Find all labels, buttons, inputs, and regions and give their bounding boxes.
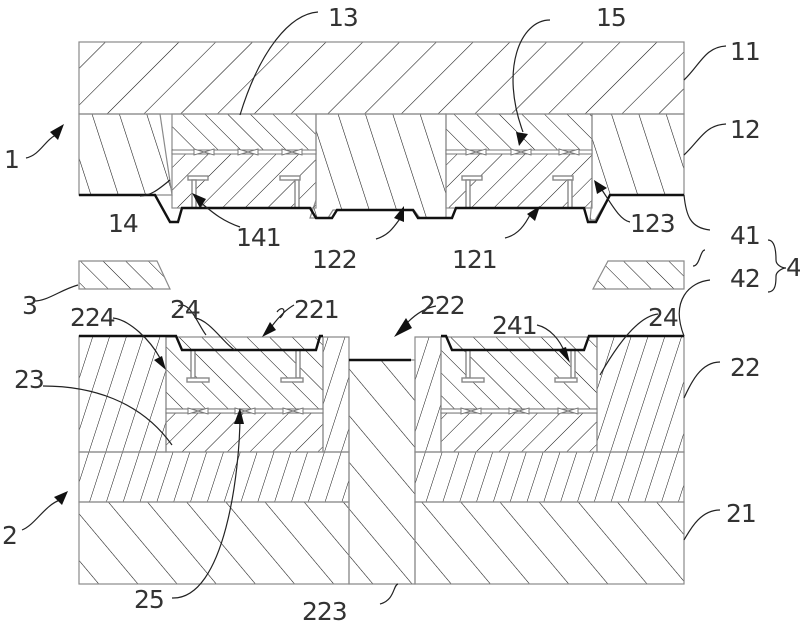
lower-parting-line-right (441, 334, 684, 352)
part-22-center-right (414, 336, 442, 453)
part-21-base-left (78, 501, 350, 585)
ejector-pins-lower (186, 349, 578, 383)
label-41: 41 (730, 221, 760, 250)
part-21-base-right (414, 501, 685, 585)
part-11-top-plate (78, 41, 685, 115)
label-24-left: 24 (170, 295, 200, 324)
label-221: 221 (294, 295, 339, 324)
label-121: 121 (452, 245, 497, 274)
part-22-left (78, 335, 167, 453)
label-123: 123 (630, 209, 675, 238)
label-241: 241 (492, 311, 537, 340)
leader-lines (21, 11, 727, 605)
label-24-right: 24 (648, 303, 678, 332)
part-3-left-slider (78, 260, 171, 290)
label-21: 21 (726, 499, 756, 528)
label-25: 25 (134, 585, 164, 614)
part-22-center-left (322, 336, 350, 453)
label-222: 222 (420, 291, 465, 320)
label-15: 15 (596, 3, 626, 32)
part-23-insert-right-bottom (440, 412, 598, 453)
part-12-middle (309, 113, 447, 219)
label-4: 4 (786, 253, 800, 282)
label-14: 14 (108, 209, 138, 238)
part-23-insert-left-bottom (165, 412, 324, 453)
part-22-plate-left (78, 451, 350, 503)
part-3-right-slider (591, 260, 685, 290)
label-42: 42 (730, 264, 760, 293)
label-13: 13 (328, 3, 358, 32)
brace-group-4 (767, 239, 787, 293)
label-224: 224 (70, 303, 115, 332)
label-2: 2 (2, 521, 17, 550)
part-22-plate-right (414, 451, 685, 503)
label-3: 3 (22, 291, 37, 320)
label-1: 1 (4, 145, 19, 174)
vent-row-upper (171, 148, 593, 156)
label-223: 223 (302, 597, 347, 626)
label-11: 11 (730, 37, 760, 66)
part-13-insert-left-top (171, 113, 317, 152)
label-122: 122 (312, 245, 357, 274)
part-22-right (596, 335, 685, 453)
vent-row-lower (165, 407, 598, 415)
part-12-left (78, 113, 173, 196)
part-223-center-core (348, 359, 416, 585)
lower-parting-line (79, 334, 323, 352)
upper-parting-line (79, 193, 684, 224)
label-141: 141 (236, 223, 281, 252)
label-22: 22 (730, 353, 760, 382)
label-12: 12 (730, 115, 760, 144)
label-23: 23 (14, 365, 44, 394)
